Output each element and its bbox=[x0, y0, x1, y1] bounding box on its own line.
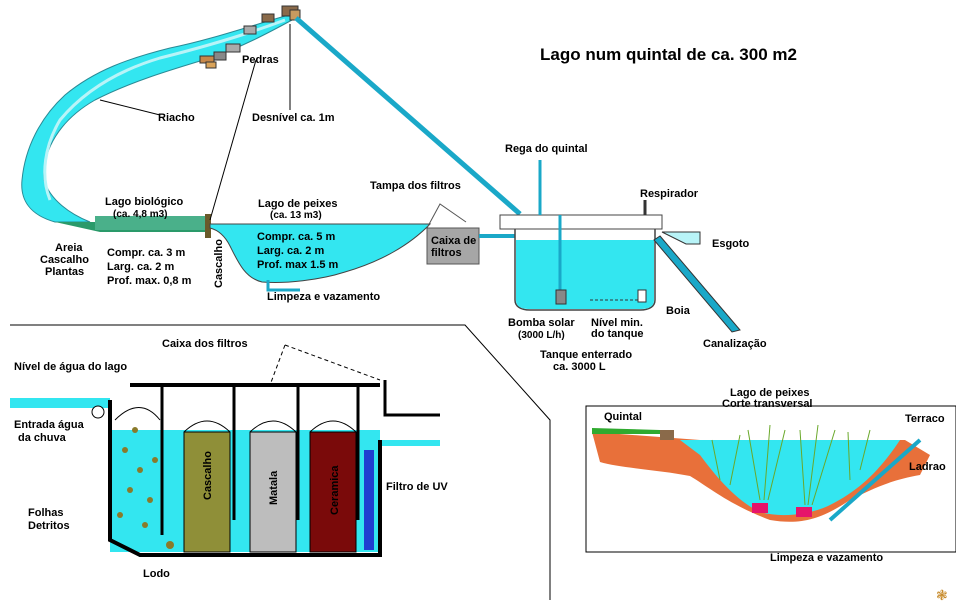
label-limpeza: Limpeza e vazamento bbox=[267, 291, 380, 303]
label-nivel-lago: Nível de água do lago bbox=[14, 361, 127, 373]
filter-box-small bbox=[426, 227, 480, 265]
label-bio-dim3: Prof. max. 0,8 m bbox=[107, 275, 192, 287]
filter-matala bbox=[249, 431, 297, 553]
label-lago-peixes: Lago de peixes bbox=[258, 198, 337, 210]
label-bomba-1: Bomba solar bbox=[508, 317, 575, 329]
label-bio-dim2: Larg. ca. 2 m bbox=[107, 261, 174, 273]
bio-pond-gravel bbox=[95, 216, 207, 230]
leader-riacho bbox=[99, 99, 161, 116]
top-diagram bbox=[21, 5, 741, 333]
fish-pond-drain bbox=[266, 280, 300, 292]
rega-pipe bbox=[538, 160, 562, 298]
grass bbox=[592, 428, 660, 434]
label-entrada-1: Entrada água bbox=[14, 419, 85, 431]
label-cascalho-vertical: Cascalho bbox=[213, 239, 225, 288]
label-terraco: Terraco bbox=[905, 413, 945, 425]
callout-frame bbox=[10, 324, 551, 600]
label-boia: Boia bbox=[666, 305, 691, 317]
tank-top bbox=[499, 214, 663, 230]
label-riacho: Riacho bbox=[158, 112, 195, 124]
label-peixes-dim3: Prof. max 1.5 m bbox=[257, 259, 339, 271]
label-filter-ceramica: Ceramica bbox=[329, 465, 341, 515]
label-rega: Rega do quintal bbox=[505, 143, 588, 155]
label-lago-peixes-vol: (ca. 13 m3) bbox=[270, 210, 322, 221]
label-caixa-1: Caixa de bbox=[431, 235, 476, 247]
label-section-limpeza: Limpeza e vazamento bbox=[770, 552, 883, 564]
label-peixes-dim1: Compr. ca. 5 m bbox=[257, 231, 335, 243]
stream-inner bbox=[43, 18, 286, 201]
channel bbox=[653, 235, 741, 333]
plants bbox=[711, 424, 871, 506]
leader-cascalho bbox=[209, 59, 257, 221]
tank-water bbox=[516, 240, 654, 309]
pump bbox=[555, 289, 567, 305]
label-nivel-1: Nível min. bbox=[591, 317, 643, 329]
label-cascalho: Cascalho bbox=[40, 254, 89, 266]
label-tampa: Tampa dos filtros bbox=[370, 180, 461, 192]
label-bio-dim1: Compr. ca. 3 m bbox=[107, 247, 185, 259]
label-ladrao: Ladrao bbox=[909, 461, 946, 473]
debris bbox=[117, 427, 174, 549]
label-desnivel: Desnível ca. 1m bbox=[252, 112, 335, 124]
main-title: Lago num quintal de ca. 300 m2 bbox=[540, 45, 797, 64]
label-peixes-dim2: Larg. ca. 2 m bbox=[257, 245, 324, 257]
pot-right bbox=[796, 507, 812, 517]
label-caixa-2: filtros bbox=[431, 247, 462, 259]
label-bomba-2: (3000 L/h) bbox=[518, 330, 565, 341]
label-esgoto: Esgoto bbox=[712, 238, 750, 250]
label-filtro-uv: Filtro de UV bbox=[386, 481, 448, 493]
label-caixa-filtros: Caixa dos filtros bbox=[162, 338, 248, 350]
label-section-title-1: Lago de peixes bbox=[730, 387, 809, 399]
label-tanque-2: ca. 3000 L bbox=[553, 361, 606, 373]
bio-divider bbox=[205, 214, 211, 238]
pipe-top bbox=[294, 16, 522, 216]
sewer bbox=[661, 231, 701, 245]
fish-icon bbox=[660, 430, 674, 440]
label-filter-matala: Matala bbox=[268, 470, 280, 505]
label-lago-bio: Lago biológico bbox=[105, 196, 183, 208]
label-canalizacao: Canalização bbox=[703, 338, 767, 350]
label-pedras: Pedras bbox=[242, 54, 279, 66]
label-lodo: Lodo bbox=[143, 568, 170, 580]
overflow-pipe bbox=[383, 380, 440, 417]
label-quintal: Quintal bbox=[604, 411, 642, 423]
label-entrada-2: da chuva bbox=[18, 432, 67, 444]
label-nivel-2: do tanque bbox=[591, 328, 644, 340]
filter-ceramic bbox=[309, 431, 357, 553]
filter-uv bbox=[364, 450, 374, 550]
float bbox=[637, 289, 647, 303]
cross-section bbox=[585, 405, 956, 553]
arcs bbox=[114, 407, 357, 433]
label-plantas: Plantas bbox=[45, 266, 84, 278]
label-tanque-1: Tanque enterrado bbox=[540, 349, 632, 361]
inlet-valve bbox=[91, 405, 105, 419]
label-folhas: Folhas bbox=[28, 507, 63, 519]
section-drain bbox=[828, 438, 922, 522]
section-frame bbox=[585, 405, 956, 553]
rocks bbox=[199, 5, 301, 69]
label-lago-bio-vol: (ca. 4,8 m3) bbox=[113, 209, 167, 220]
filter-lid bbox=[426, 203, 467, 229]
filter-lid-dashed bbox=[269, 344, 381, 386]
pot-left bbox=[752, 503, 768, 513]
lake-level-water bbox=[10, 398, 110, 408]
label-filter-cascalho: Cascalho bbox=[202, 451, 214, 500]
filter-gravel bbox=[183, 431, 231, 553]
label-detritos: Detritos bbox=[28, 520, 70, 532]
corner-logo: ❃ bbox=[936, 587, 948, 603]
label-section-title-2: Corte transversal bbox=[722, 398, 813, 410]
filter-outer-wall bbox=[108, 400, 382, 557]
label-areia: Areia bbox=[55, 242, 83, 254]
label-respirador: Respirador bbox=[640, 188, 699, 200]
filter-detail bbox=[10, 344, 440, 557]
